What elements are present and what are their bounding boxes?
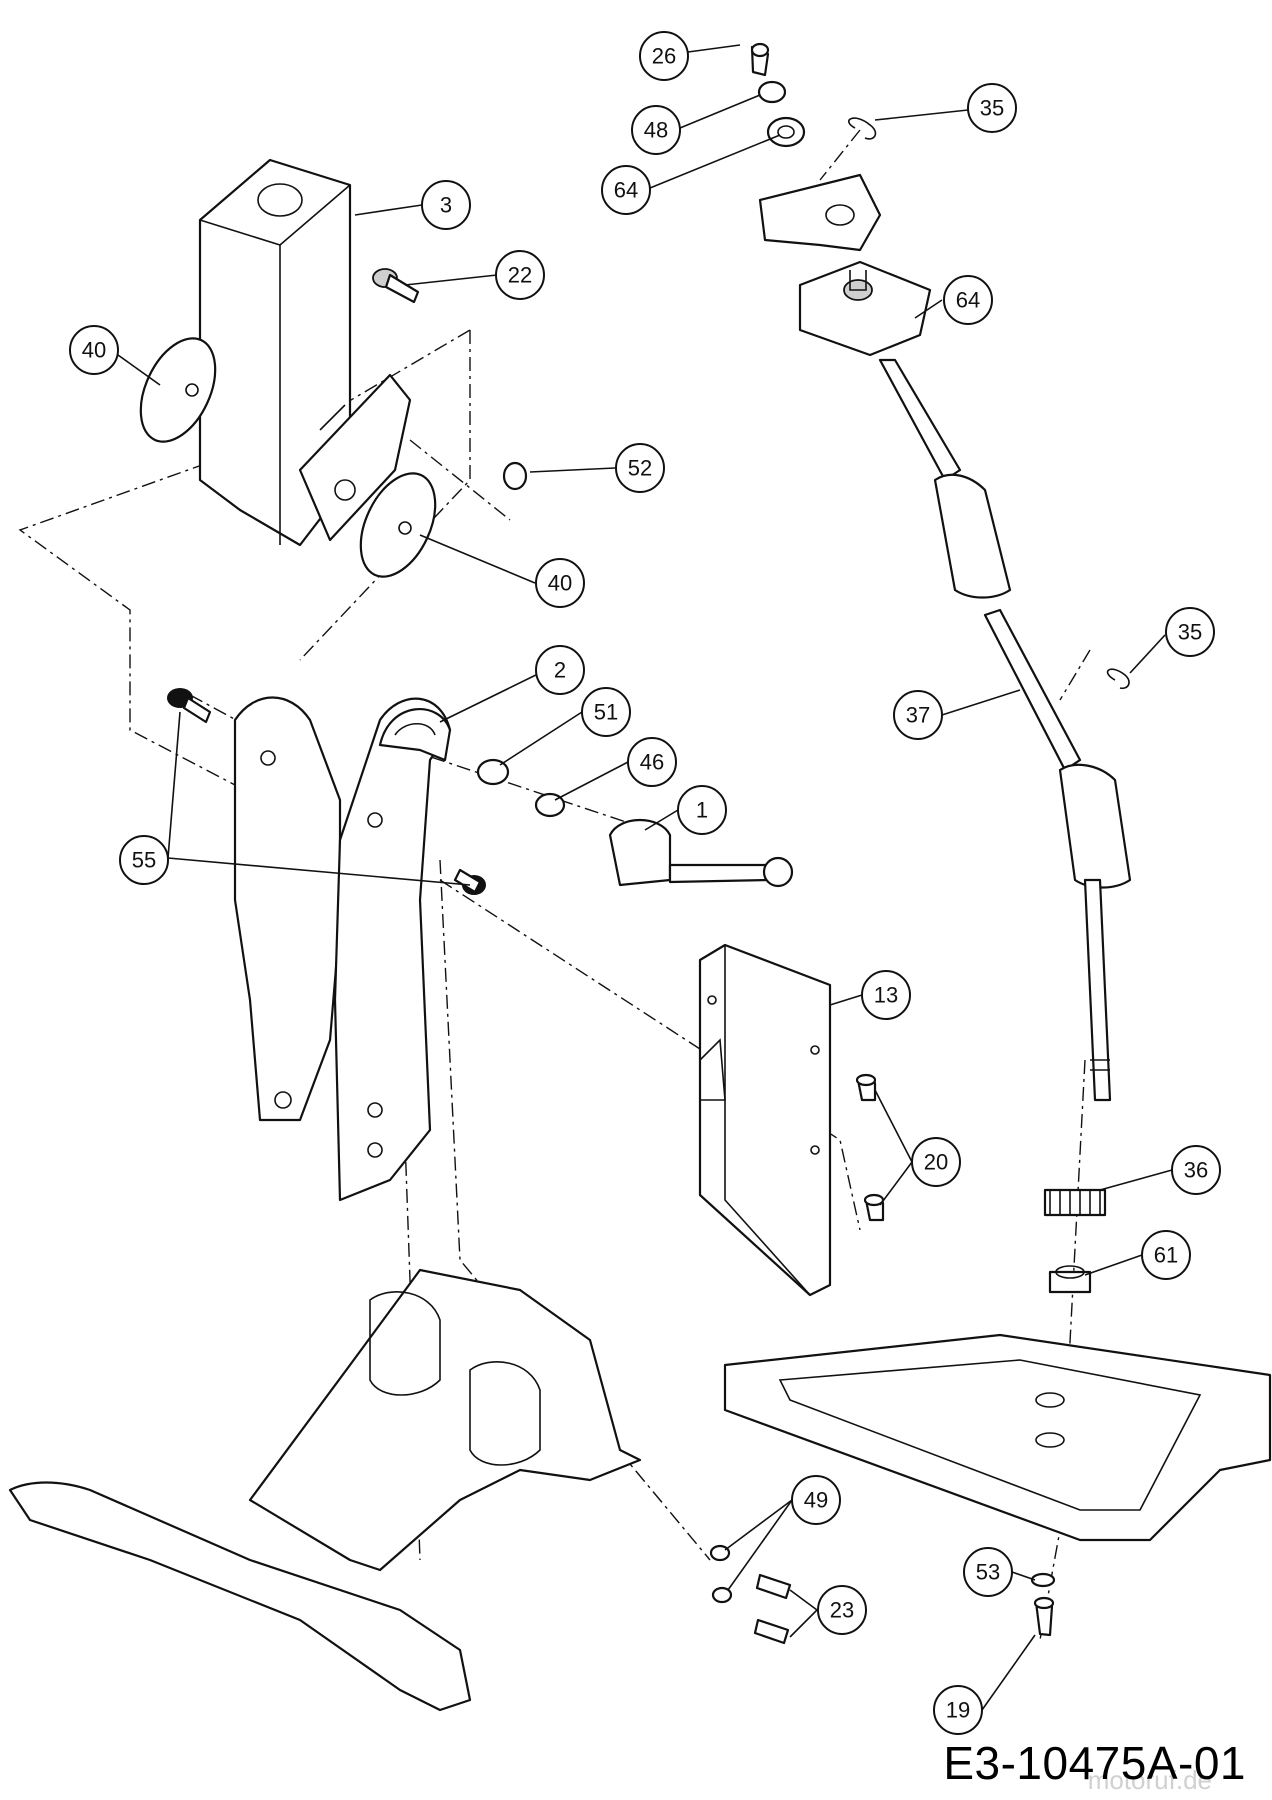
svg-text:20: 20: [924, 1150, 948, 1175]
bolt-55-upper-part: [167, 688, 212, 724]
washer-40-left-part: [139, 337, 217, 443]
callout-48: 48: [631, 105, 681, 155]
screw-26-part: [750, 42, 770, 77]
callout-64-top: 64: [601, 165, 651, 215]
mounting-bracket-right-part: [333, 697, 452, 1202]
steering-column-tube-part: [198, 158, 412, 547]
bolt-22-part: [372, 268, 420, 304]
steering-bracket-64-part: [798, 260, 932, 357]
washer-49-upper-part: [709, 1544, 731, 1562]
callout-19: 19: [933, 1685, 983, 1735]
drawing-code: E3-10475A-01: [943, 1737, 1246, 1789]
clip-35-lower-part: [1106, 668, 1130, 690]
callout-55: 55: [119, 835, 169, 885]
steering-shaft-37-part: [878, 358, 1132, 1102]
watermark: motoruf.de: [1087, 1765, 1212, 1795]
footplate-frame-part: [723, 1333, 1272, 1542]
callout-36: 36: [1171, 1145, 1221, 1195]
callout-26: 26: [639, 31, 689, 81]
mounting-bracket-left-part: [233, 696, 342, 1122]
nut-61-part: [1048, 1265, 1092, 1294]
svg-text:26: 26: [652, 44, 676, 69]
lever-1-part: [608, 818, 794, 888]
bolt-55-lower-part: [453, 868, 486, 895]
svg-text:23: 23: [830, 1598, 854, 1623]
bushing-64-upper-part: [766, 116, 806, 148]
callout-64-bracket: 64: [943, 275, 993, 325]
svg-text:55: 55: [132, 848, 156, 873]
callout-35-top: 35: [967, 83, 1017, 133]
screw-20-upper-part: [855, 1073, 877, 1102]
ring-52-part: [502, 461, 528, 491]
hook-arm-part: [378, 708, 452, 762]
bolt-23-lower-part: [753, 1618, 790, 1645]
callout-3: 3: [421, 180, 471, 230]
svg-text:37: 37: [906, 703, 930, 728]
callout-40-right: 40: [535, 558, 585, 608]
svg-text:2: 2: [554, 658, 566, 683]
svg-text:46: 46: [640, 750, 664, 775]
svg-text:64: 64: [614, 178, 638, 203]
svg-text:53: 53: [976, 1560, 1000, 1585]
svg-text:1: 1: [696, 798, 708, 823]
gear-36-part: [1043, 1188, 1107, 1217]
callout-40-left: 40: [69, 325, 119, 375]
callout-51: 51: [581, 687, 631, 737]
svg-text:35: 35: [1178, 620, 1202, 645]
svg-text:61: 61: [1154, 1243, 1178, 1268]
screw-20-lower-part: [863, 1193, 885, 1222]
callout-1: 1: [677, 785, 727, 835]
callout-20: 20: [911, 1137, 961, 1187]
callout-49: 49: [791, 1475, 841, 1525]
svg-text:3: 3: [440, 193, 452, 218]
top-clip-part: [758, 173, 882, 252]
washer-51-part: [476, 758, 510, 786]
bolt-23-upper-part: [755, 1573, 792, 1600]
callout-61: 61: [1141, 1230, 1191, 1280]
callout-37: 37: [893, 690, 943, 740]
callout-23: 23: [817, 1585, 867, 1635]
leader-lines: [117, 44, 1173, 1711]
svg-text:49: 49: [804, 1488, 828, 1513]
callout-22: 22: [495, 250, 545, 300]
callout-35-lower: 35: [1165, 607, 1215, 657]
callout-53: 53: [963, 1547, 1013, 1597]
callout-2: 2: [535, 645, 585, 695]
svg-text:51: 51: [594, 700, 618, 725]
callout-52: 52: [615, 443, 665, 493]
svg-text:36: 36: [1184, 1158, 1208, 1183]
svg-text:35: 35: [980, 96, 1004, 121]
svg-text:19: 19: [946, 1698, 970, 1723]
cover-plate-13-part: [698, 943, 832, 1297]
svg-text:64: 64: [956, 288, 980, 313]
callout-46: 46: [627, 737, 677, 787]
clip-35-upper-part: [848, 117, 877, 140]
washer-48-part: [757, 80, 787, 104]
svg-text:13: 13: [874, 983, 898, 1008]
svg-text:40: 40: [548, 571, 572, 596]
callout-13: 13: [861, 970, 911, 1020]
washer-49-lower-part: [711, 1586, 733, 1604]
screw-19-part: [1033, 1596, 1055, 1637]
lower-frame-part: [8, 1268, 642, 1712]
washer-53-part: [1030, 1572, 1056, 1588]
svg-text:22: 22: [508, 263, 532, 288]
svg-text:48: 48: [644, 118, 668, 143]
svg-text:40: 40: [82, 338, 106, 363]
svg-text:52: 52: [628, 456, 652, 481]
